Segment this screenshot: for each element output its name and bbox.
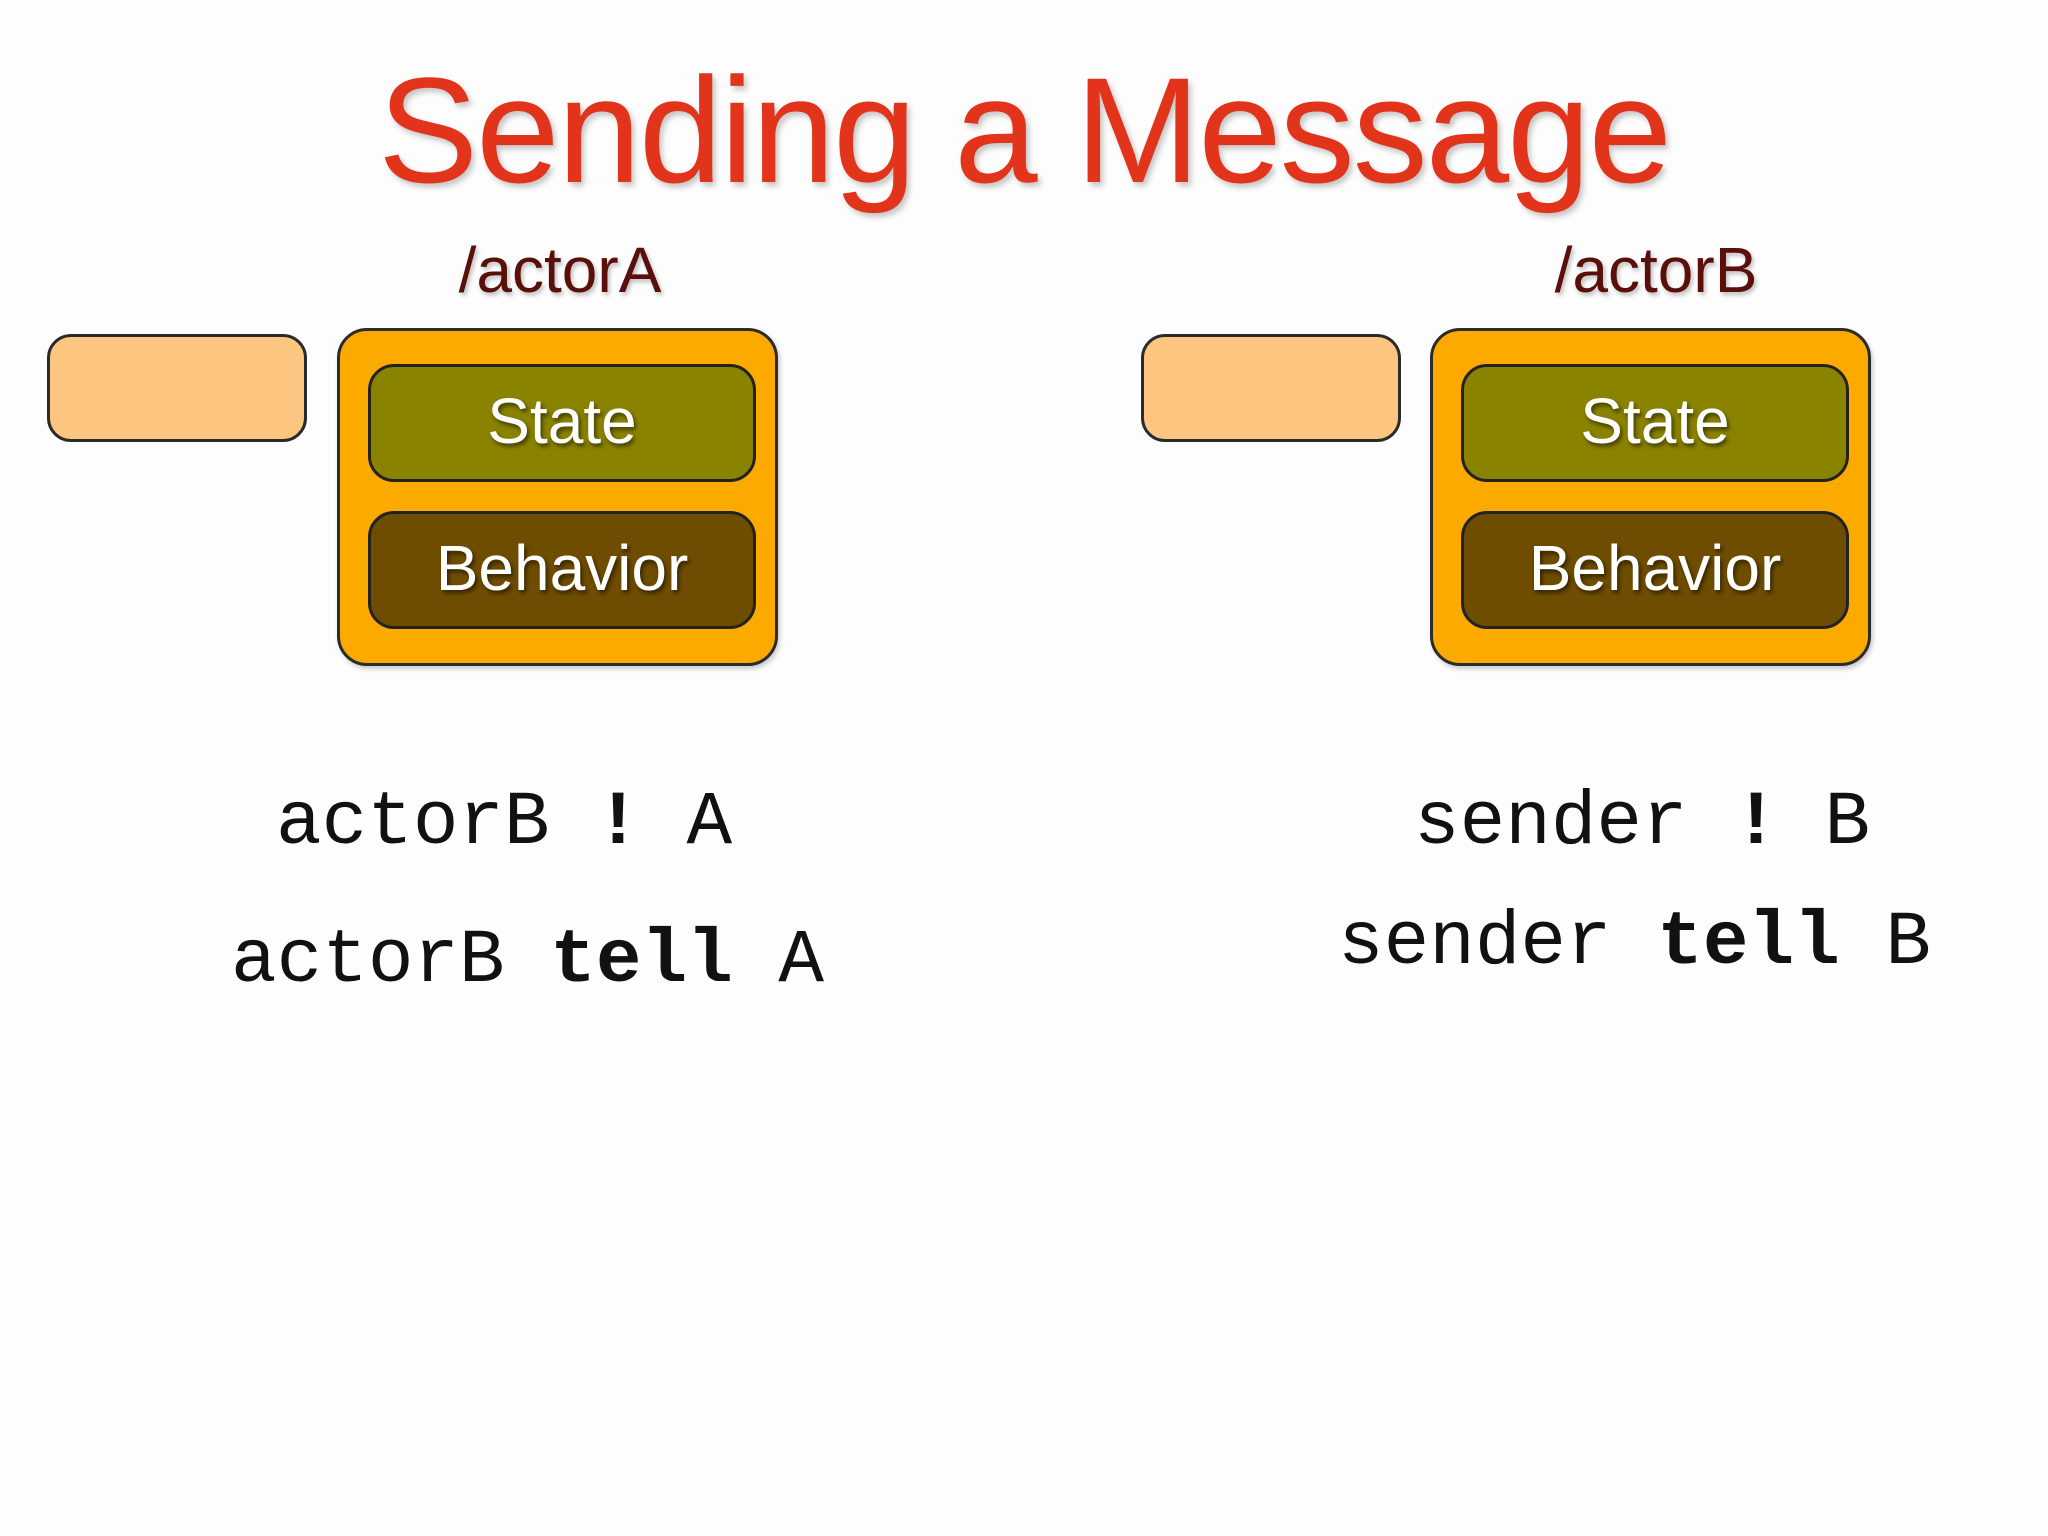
code-operator: tell [1657, 900, 1840, 986]
actor-b-mailbox [1141, 334, 1401, 442]
actor-a-code-bang: actorB ! A [276, 778, 732, 868]
code-target: sender [1414, 780, 1688, 866]
code-target: actorB [231, 918, 505, 1004]
actor-a-behavior: Behavior [368, 511, 756, 629]
actor-a-state: State [368, 364, 756, 482]
code-operator: tell [550, 918, 733, 1004]
actor-b-state: State [1461, 364, 1849, 482]
code-operator: ! [1733, 780, 1779, 866]
actor-a-box: State Behavior [337, 328, 778, 666]
actor-a-name: /actorA [458, 234, 662, 306]
actor-a-mailbox [47, 334, 307, 442]
actor-a-code-tell: actorB tell A [231, 916, 824, 1006]
code-message: A [778, 918, 824, 1004]
code-message: A [686, 780, 733, 866]
slide-title: Sending a Message [378, 46, 1672, 214]
actor-b-box: State Behavior [1430, 328, 1871, 666]
code-message: B [1885, 900, 1931, 986]
actor-b-code-tell: sender tell B [1338, 898, 1931, 988]
actor-b-code-bang: sender ! B [1414, 778, 1870, 868]
code-operator: ! [595, 780, 641, 866]
code-message: B [1824, 780, 1871, 866]
code-target: sender [1338, 900, 1612, 986]
actor-b-name: /actorB [1554, 234, 1758, 306]
actor-b-behavior: Behavior [1461, 511, 1849, 629]
code-target: actorB [276, 780, 550, 866]
